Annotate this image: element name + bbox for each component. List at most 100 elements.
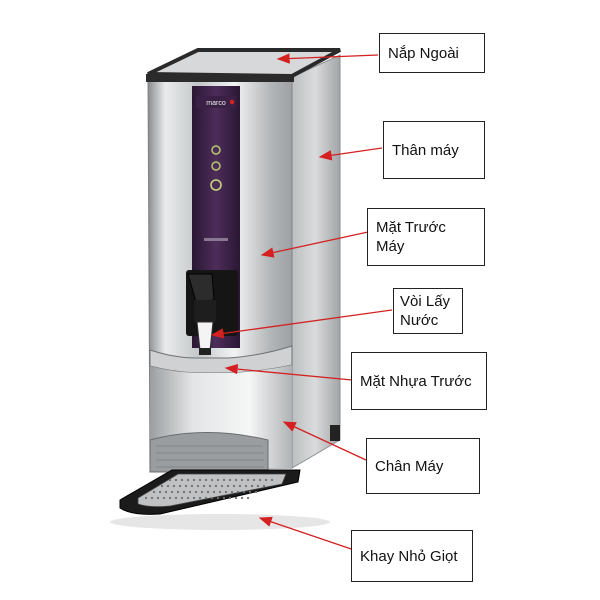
grille-hole (204, 496, 208, 500)
grille-hole (192, 478, 196, 482)
splash-panel (149, 432, 269, 473)
label-outer-lid: Nắp Ngoài (379, 33, 485, 73)
label-front-panel: Mặt Trước Máy (367, 208, 485, 266)
grille-hole (164, 490, 168, 494)
grille-hole (198, 478, 202, 482)
drip-tray-grille (137, 473, 287, 508)
grille-hole (208, 484, 212, 488)
grille-hole (250, 484, 254, 488)
label-base-text: Chân Máy (375, 457, 444, 475)
grille-hole (230, 490, 234, 494)
grille-hole (184, 484, 188, 488)
grille-hole (218, 490, 222, 494)
grille-hole (226, 484, 230, 488)
tap-nozzle (196, 321, 214, 351)
grille-holes (144, 478, 274, 500)
label-front-plastic: Mặt Nhựa Trước (351, 352, 487, 410)
label-drip-tray: Khay Nhỏ Giọt (351, 530, 473, 582)
grille-hole (200, 490, 204, 494)
label-outer-lid-text: Nắp Ngoài (388, 44, 459, 62)
label-front-plastic-text: Mặt Nhựa Trước (360, 372, 472, 390)
grille-hole (150, 496, 154, 500)
grille-hole (182, 490, 186, 494)
grille-hole (258, 478, 262, 482)
grille-hole (234, 478, 238, 482)
arrow-tap (210, 309, 393, 339)
grille-hole (156, 496, 160, 500)
grille-hole (152, 490, 156, 494)
brand-dot (229, 99, 235, 105)
arrow-base (282, 421, 367, 461)
grille-hole (222, 496, 226, 500)
floor-shadow (110, 514, 330, 530)
grille-hole (234, 496, 238, 500)
grille-hole (220, 484, 224, 488)
grille-hole (252, 478, 256, 482)
grille-hole (212, 490, 216, 494)
grille-hole (174, 496, 178, 500)
splash-grid (156, 445, 264, 468)
grille-hole (192, 496, 196, 500)
indicator-light-2 (211, 161, 221, 171)
grille-hole (264, 478, 268, 482)
tap-body (194, 300, 216, 322)
tap-tip (199, 348, 211, 355)
grille-hole (166, 484, 170, 488)
grille-hole (144, 496, 148, 500)
arrow-body (318, 147, 383, 161)
grille-hole (204, 478, 208, 482)
grille-hole (242, 490, 246, 494)
indicator-light-1 (211, 145, 221, 155)
grille-hole (194, 490, 198, 494)
grille-hole (160, 484, 164, 488)
grille-hole (210, 478, 214, 482)
grille-hole (254, 490, 258, 494)
grille-hole (186, 478, 190, 482)
grille-hole (244, 484, 248, 488)
grille-hole (222, 478, 226, 482)
grille-hole (236, 490, 240, 494)
grille-hole (228, 496, 232, 500)
grille-hole (206, 490, 210, 494)
grille-hole (216, 478, 220, 482)
grille-hole (172, 484, 176, 488)
grille-hole (176, 490, 180, 494)
arrow-outer-lid (276, 53, 379, 64)
label-tap: Vòi Lấy Nước (393, 288, 463, 334)
grille-hole (262, 484, 266, 488)
brand-strip (196, 96, 236, 108)
grille-hole (178, 484, 182, 488)
label-tap-text: Vòi Lấy Nước (400, 293, 451, 329)
side-panel (289, 54, 341, 469)
rear-foot (330, 425, 340, 441)
grille-hole (188, 490, 192, 494)
lid-front-edge (146, 74, 294, 82)
grille-hole (190, 484, 194, 488)
grille-hole (214, 484, 218, 488)
grille-hole (168, 496, 172, 500)
grille-hole (158, 490, 162, 494)
grille-hole (240, 496, 244, 500)
grille-hole (174, 478, 178, 482)
grille-hole (198, 496, 202, 500)
grille-hole (238, 484, 242, 488)
grille-hole (162, 496, 166, 500)
grille-hole (224, 490, 228, 494)
grille-hole (180, 478, 184, 482)
grille-hole (180, 496, 184, 500)
label-base: Chân Máy (366, 438, 480, 494)
grille-hole (186, 496, 190, 500)
grille-hole (170, 490, 174, 494)
grille-hole (248, 490, 252, 494)
arrow-front-plastic (224, 363, 353, 381)
grille-hole (216, 496, 220, 500)
label-body: Thân máy (383, 121, 485, 179)
label-front-panel-text: Mặt Trước Máy (376, 219, 446, 255)
grille-hole (246, 496, 250, 500)
label-drip-tray-text: Khay Nhỏ Giọt (360, 547, 458, 565)
grille-hole (228, 478, 232, 482)
grille-hole (196, 484, 200, 488)
model-mark (204, 238, 228, 241)
pointer-arrows (210, 53, 393, 553)
